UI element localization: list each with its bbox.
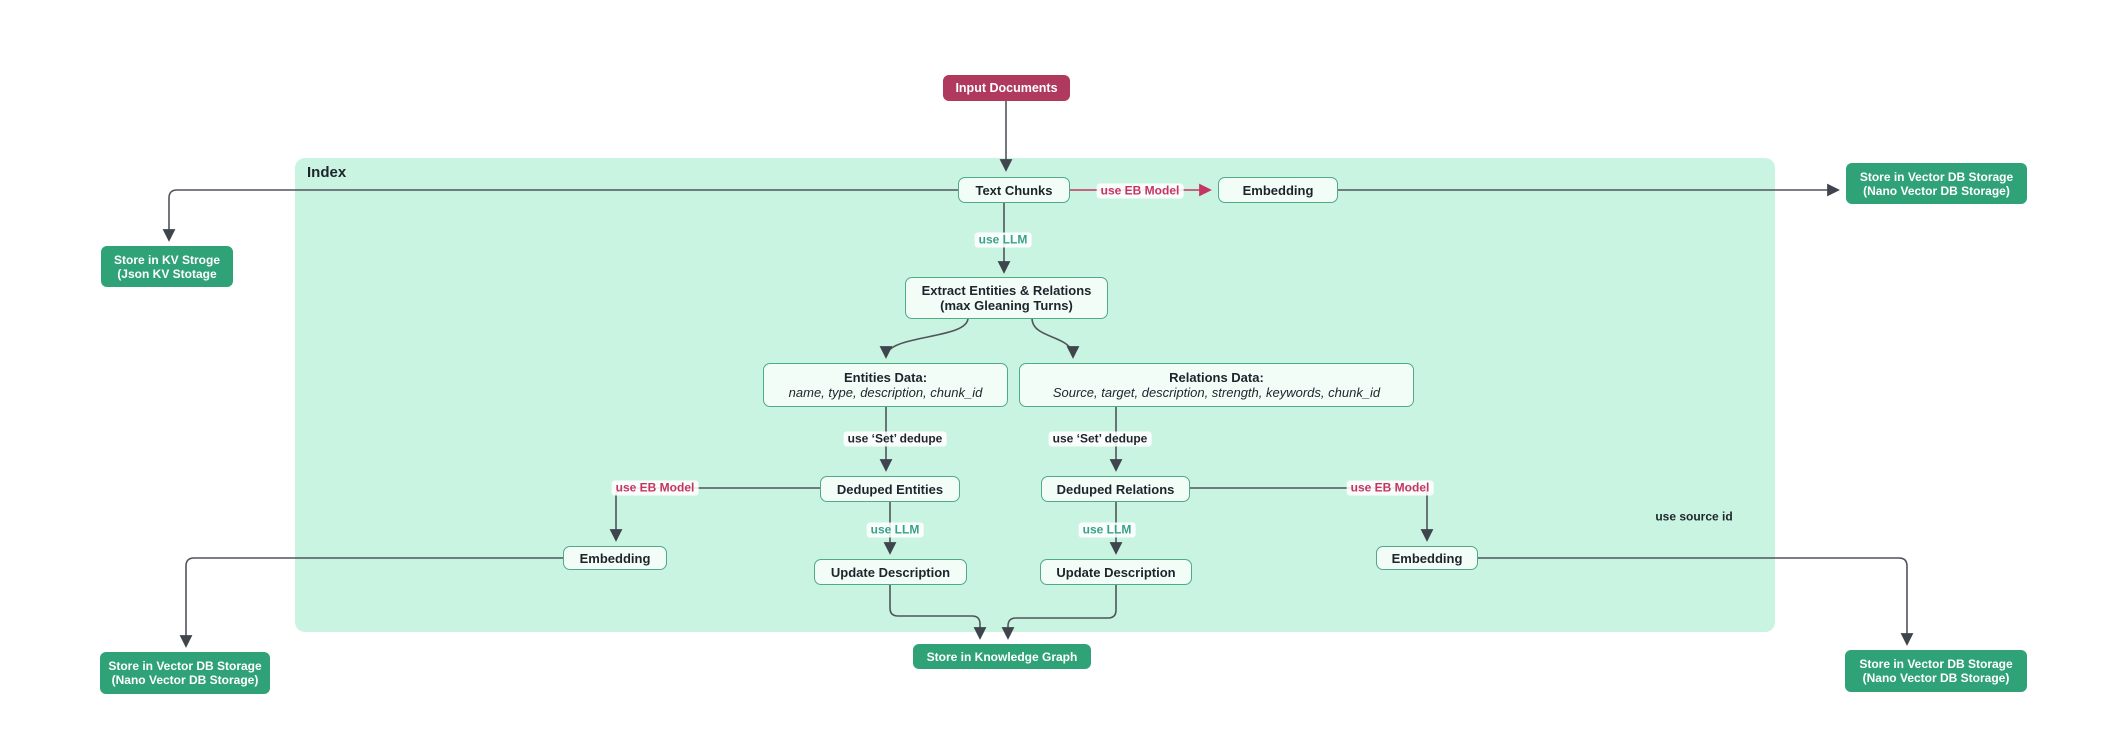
edge-label-use-eb-model-top: use EB Model bbox=[1096, 183, 1184, 199]
node-text-chunks-label: Text Chunks bbox=[975, 182, 1053, 198]
edge-dedupedrelations-to-embedding-right bbox=[1190, 487, 1434, 542]
node-input-documents-label: Input Documents bbox=[955, 81, 1058, 95]
store-line: Store in Vector DB Storage bbox=[1859, 169, 2014, 184]
node-text-chunks: Text Chunks bbox=[958, 177, 1070, 203]
node-deduped-entities: Deduped Entities bbox=[820, 476, 960, 502]
node-store-vector-top-right: Store in Vector DB Storage (Nano Vector … bbox=[1846, 163, 2027, 204]
index-subgraph-title: Index bbox=[307, 164, 347, 181]
edge-label-use-eb-model-left: use EB Model bbox=[611, 480, 699, 496]
node-entities-data-fields: name, type, description, chunk_id bbox=[788, 385, 983, 400]
node-store-vector-bottom-right: Store in Vector DB Storage (Nano Vector … bbox=[1845, 650, 2027, 692]
edge-embeddingleft-to-store-bottom-left bbox=[179, 557, 563, 648]
node-extract-line1: Extract Entities & Relations bbox=[921, 283, 1092, 298]
edge-extract-to-relations bbox=[1031, 317, 1080, 359]
node-input-documents: Input Documents bbox=[943, 75, 1070, 101]
node-relations-data-fields: Source, target, description, strength, k… bbox=[1052, 385, 1381, 400]
store-line: (Nano Vector DB Storage) bbox=[1863, 183, 2010, 198]
node-embedding-left: Embedding bbox=[563, 546, 667, 570]
node-store-knowledge-graph: Store in Knowledge Graph bbox=[913, 644, 1091, 669]
node-entities-data-title: Entities Data: bbox=[843, 370, 928, 385]
edge-label-use-set-dedupe-left: use ‘Set’ dedupe bbox=[843, 431, 947, 447]
node-deduped-relations: Deduped Relations bbox=[1041, 476, 1190, 502]
node-relations-data-title: Relations Data: bbox=[1169, 370, 1264, 385]
store-line: (Json KV Stotage bbox=[117, 266, 217, 281]
node-embedding-left-label: Embedding bbox=[579, 550, 651, 566]
edge-label-use-eb-model-right: use EB Model bbox=[1346, 480, 1434, 496]
node-embedding-right-label: Embedding bbox=[1391, 550, 1463, 566]
store-line: Store in KV Stroge bbox=[113, 252, 220, 267]
node-update-description-left: Update Description bbox=[814, 559, 967, 585]
edge-label-use-llm-top: use LLM bbox=[974, 232, 1032, 248]
node-extract-line2: (max Gleaning Turns) bbox=[940, 298, 1073, 313]
store-line: Store in Vector DB Storage bbox=[108, 659, 262, 673]
edge-updateleft-to-knowledgegraph bbox=[889, 585, 987, 640]
store-line: (Nano Vector DB Storage) bbox=[111, 673, 259, 687]
store-line: Store in Knowledge Graph bbox=[926, 649, 1078, 664]
node-embedding-top: Embedding bbox=[1218, 177, 1338, 203]
edge-embeddingright-to-store-bottom-right bbox=[1478, 557, 1914, 646]
edge-extract-to-entities bbox=[879, 317, 969, 359]
node-extract-entities-relations: Extract Entities & Relations (max Gleani… bbox=[905, 277, 1108, 319]
store-line: Store in Vector DB Storage bbox=[1859, 657, 2013, 671]
edge-label-use-set-dedupe-right: use ‘Set’ dedupe bbox=[1048, 431, 1152, 447]
edge-dedupedentities-to-embedding-left bbox=[609, 487, 820, 542]
node-deduped-entities-label: Deduped Entities bbox=[836, 481, 944, 497]
node-relations-data: Relations Data: Source, target, descript… bbox=[1019, 363, 1414, 407]
node-update-description-right-label: Update Description bbox=[1056, 564, 1176, 580]
node-store-kv-left: Store in KV Stroge (Json KV Stotage bbox=[101, 246, 233, 287]
node-update-description-right: Update Description bbox=[1040, 559, 1192, 585]
edge-label-use-source-id: use source id bbox=[1655, 509, 1733, 524]
edge-textchunks-to-store-kv bbox=[162, 189, 958, 242]
edge-label-use-llm-left: use LLM bbox=[866, 522, 924, 538]
node-update-description-left-label: Update Description bbox=[830, 564, 951, 580]
node-embedding-right: Embedding bbox=[1376, 546, 1478, 570]
node-entities-data: Entities Data: name, type, description, … bbox=[763, 363, 1008, 407]
store-line: (Nano Vector DB Storage) bbox=[1862, 671, 2010, 685]
edge-label-use-llm-right: use LLM bbox=[1078, 522, 1136, 538]
node-embedding-top-label: Embedding bbox=[1242, 182, 1314, 198]
node-deduped-relations-label: Deduped Relations bbox=[1056, 481, 1175, 497]
edge-updateright-to-knowledgegraph bbox=[1001, 585, 1117, 640]
node-store-vector-bottom-left: Store in Vector DB Storage (Nano Vector … bbox=[100, 652, 270, 694]
